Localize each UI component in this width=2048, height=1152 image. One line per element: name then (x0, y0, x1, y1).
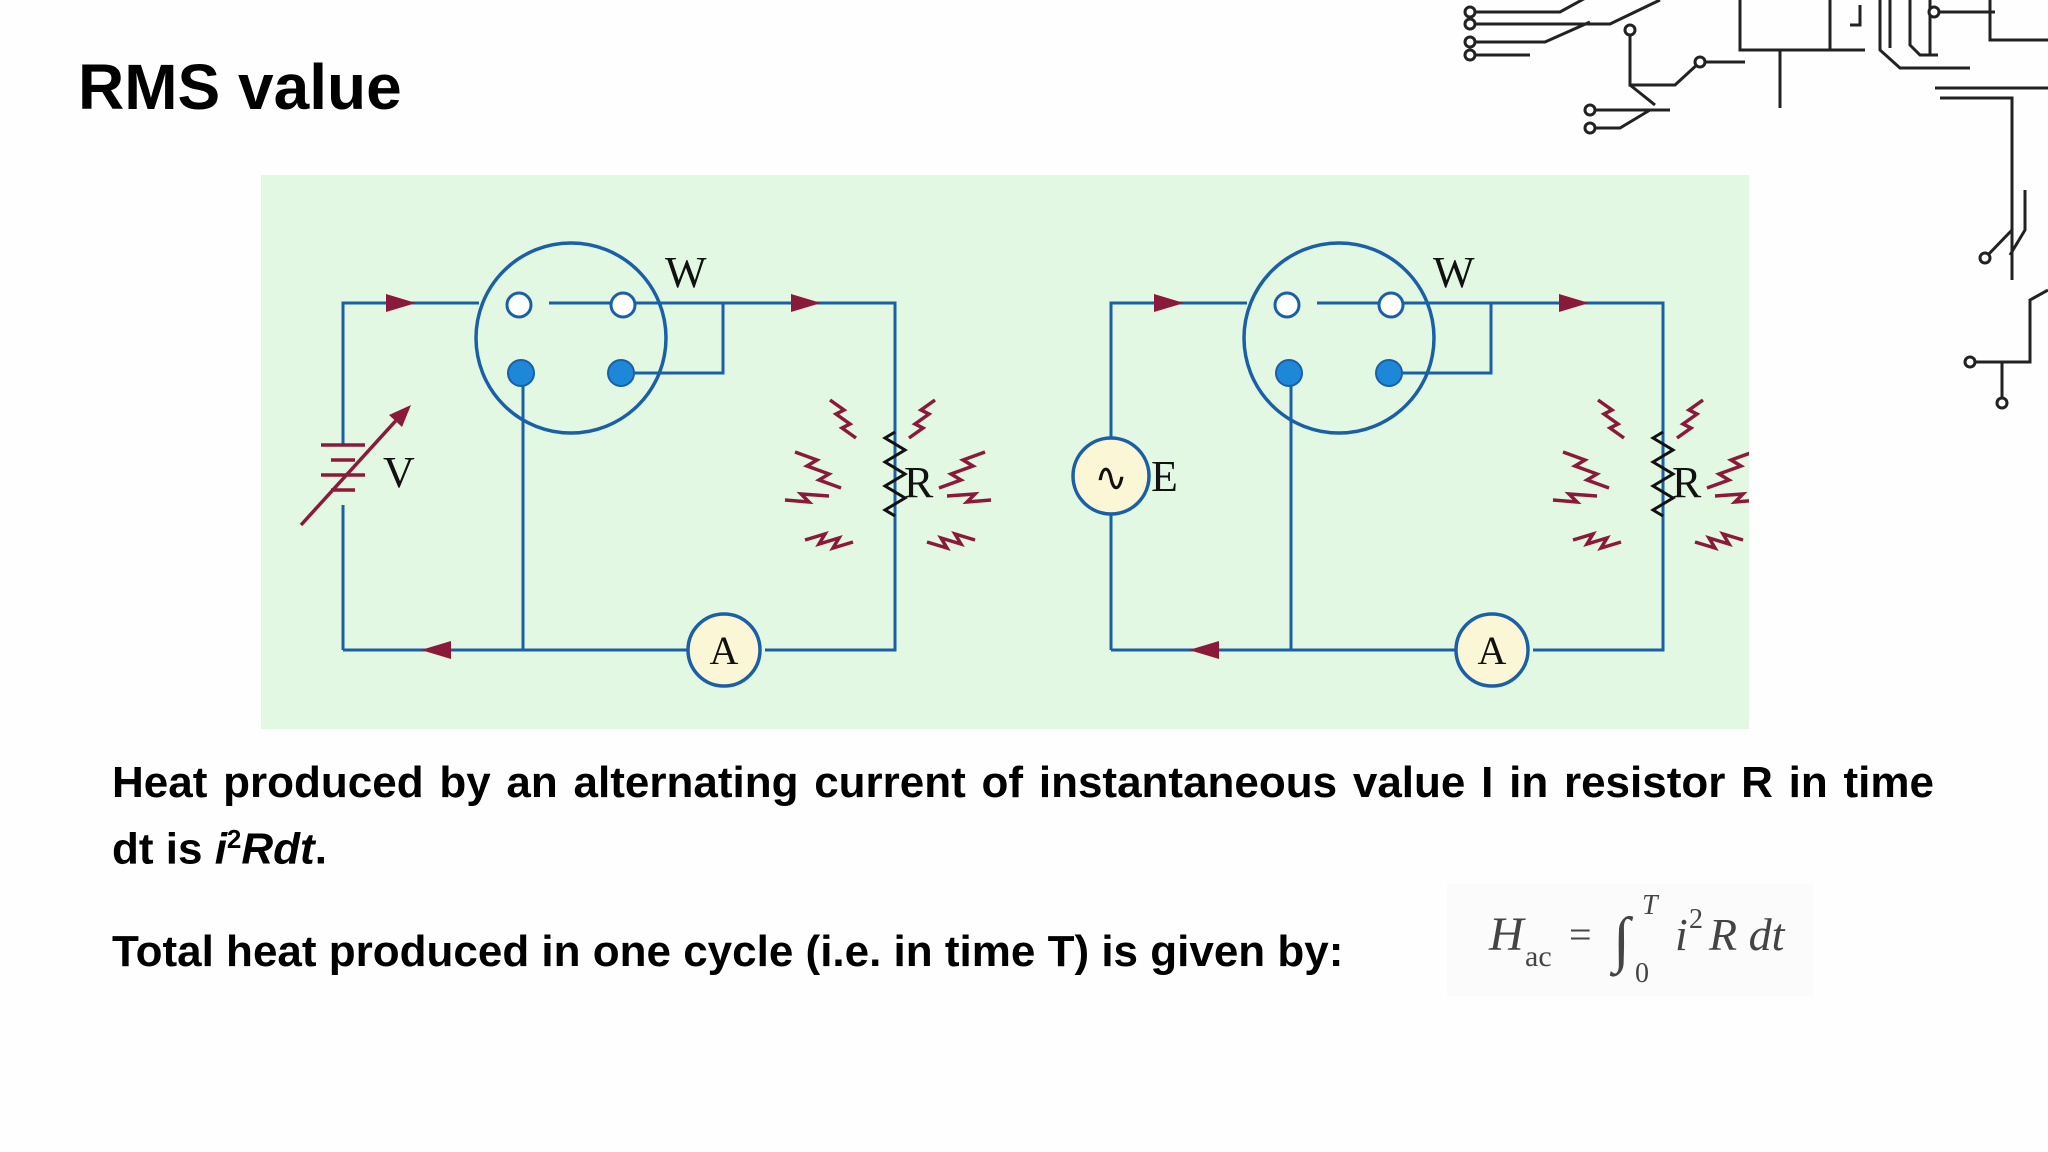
ammeter-label: A (710, 628, 739, 673)
formula-subscript: ac (1525, 940, 1552, 973)
ammeter: A (1454, 612, 1530, 688)
current-arrows (386, 294, 821, 659)
dc-circuit: V R W A (299, 241, 993, 688)
wattmeter-label: W (1433, 248, 1475, 297)
circuit-trace-decoration (1463, 0, 2048, 410)
heat-formula: H ac = ∫ T 0 i 2 R dt (1447, 884, 1813, 996)
ac-circuit: ∿ E R W A (1071, 241, 1749, 688)
slide-title: RMS value (78, 51, 402, 123)
formula-square: 2 (1689, 904, 1703, 935)
heat-explanation-text: Heat produced by an alternating current … (112, 755, 1934, 878)
resistor-label: R (1672, 458, 1702, 507)
para1-sup: 2 (226, 824, 242, 854)
para1-rdt: Rdt (241, 824, 315, 874)
formula-lower-limit: 0 (1635, 958, 1649, 989)
ac-source-label: E (1151, 452, 1178, 501)
heating-resistor-symbol (1551, 398, 1749, 550)
formula-rdt: R dt (1708, 909, 1786, 960)
current-arrows (1154, 294, 1589, 659)
para1-end: . (314, 824, 327, 874)
formula-upper-limit: T (1642, 890, 1660, 921)
heating-resistor-symbol (783, 398, 993, 550)
total-heat-text: Total heat produced in one cycle (i.e. i… (112, 927, 1344, 976)
wattmeter-label: W (665, 248, 707, 297)
formula-i: i (1675, 909, 1688, 960)
ac-symbol: ∿ (1094, 455, 1128, 501)
variable-dc-source-symbol (299, 405, 411, 527)
formula-integral: ∫ (1609, 906, 1634, 977)
para1-main: Heat produced by an alternating current … (112, 758, 1934, 874)
circuit-diagram-figure: V R W A (261, 175, 1749, 729)
battery-label: V (383, 448, 415, 497)
ac-source-symbol: ∿ (1071, 436, 1151, 516)
formula-equals: = (1569, 912, 1592, 957)
heat-formula-equation: H ac = ∫ T 0 i 2 R dt (1488, 890, 1786, 989)
ammeter-label: A (1478, 628, 1507, 673)
para1-i: i (214, 824, 227, 874)
formula-h: H (1488, 908, 1526, 961)
resistor-label: R (904, 458, 934, 507)
circuit-diagram: V R W A (299, 241, 1749, 688)
ammeter: A (686, 612, 762, 688)
